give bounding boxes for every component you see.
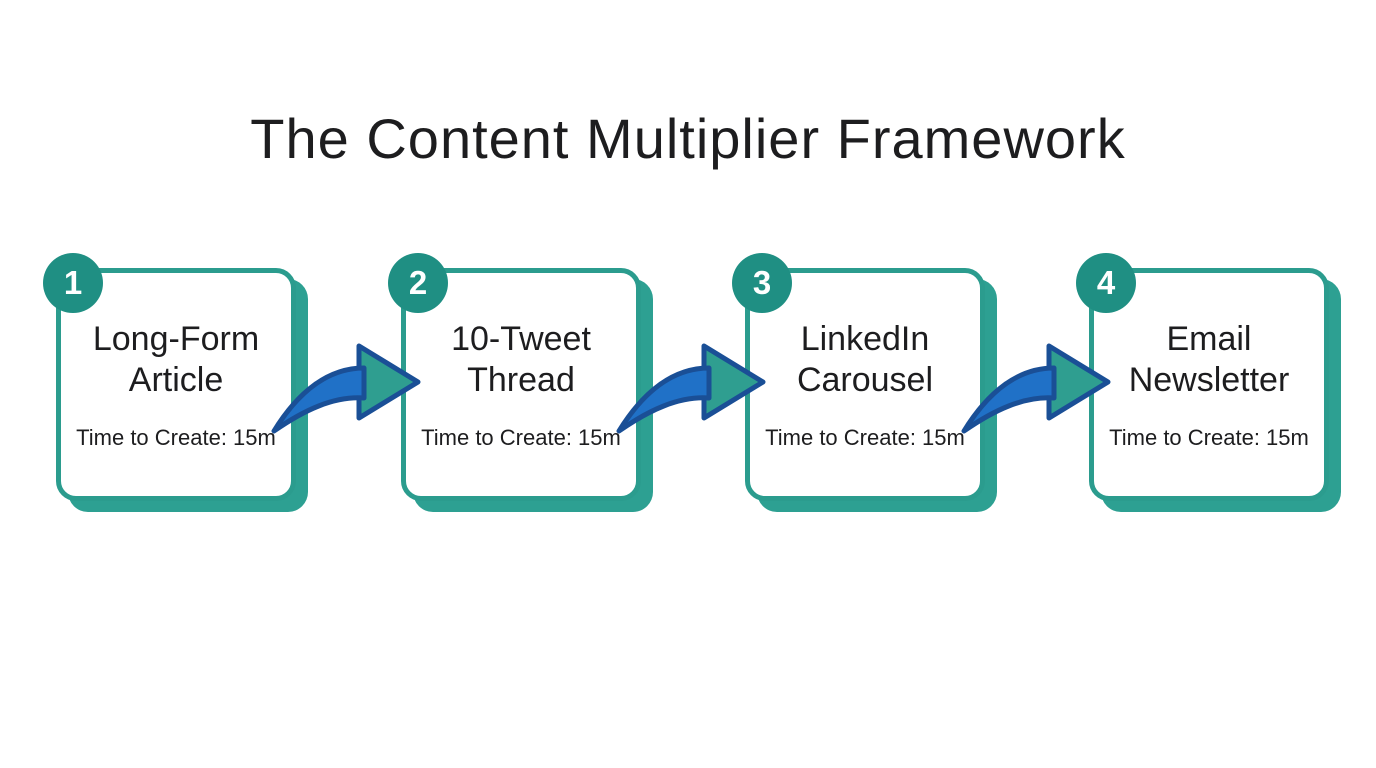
- flow-arrow-3: [958, 334, 1111, 436]
- curved-arrow-icon: [271, 343, 421, 434]
- step-number-badge: 3: [732, 253, 792, 313]
- step-title-line: Email: [1166, 320, 1252, 358]
- step-number-badge: 4: [1076, 253, 1136, 313]
- step-title-line: Article: [128, 361, 224, 399]
- step-title-line: Thread: [467, 361, 575, 399]
- flow-arrow-2: [613, 334, 766, 436]
- step-title: Email Newsletter: [1129, 319, 1290, 401]
- step-time-label: Time to Create: 15m: [76, 425, 276, 450]
- step-time-label: Time to Create: 15m: [1109, 425, 1309, 450]
- step-number-badge: 2: [388, 253, 448, 313]
- curved-arrow-icon: [616, 343, 766, 434]
- page-title: The Content Multiplier Framework: [250, 107, 1126, 170]
- step-card-4: 4 Email Newsletter Time to Create: 15m: [1076, 253, 1329, 501]
- step-title-line: Carousel: [796, 361, 934, 399]
- step-title: LinkedIn Carousel: [797, 319, 933, 401]
- step-time-label: Time to Create: 15m: [421, 425, 621, 450]
- step-number-badge: 1: [43, 253, 103, 313]
- flow-arrow-1: [268, 334, 421, 436]
- step-card-3: 3 LinkedIn Carousel Time to Create: 15m: [732, 253, 985, 501]
- step-card-1: 1 Long-Form Article Time to Create: 15m: [43, 253, 296, 501]
- step-card-2: 2 10-Tweet Thread Time to Create: 15m: [388, 253, 641, 501]
- step-title-line: LinkedIn: [800, 320, 930, 358]
- step-title-line: 10-Tweet: [451, 320, 591, 358]
- step-title-line: Newsletter: [1128, 361, 1290, 399]
- step-time-label: Time to Create: 15m: [765, 425, 965, 450]
- step-title: Long-Form Article: [93, 319, 259, 401]
- curved-arrow-icon: [961, 343, 1111, 434]
- step-title-line: Long-Form: [92, 320, 260, 358]
- step-title: 10-Tweet Thread: [451, 319, 591, 401]
